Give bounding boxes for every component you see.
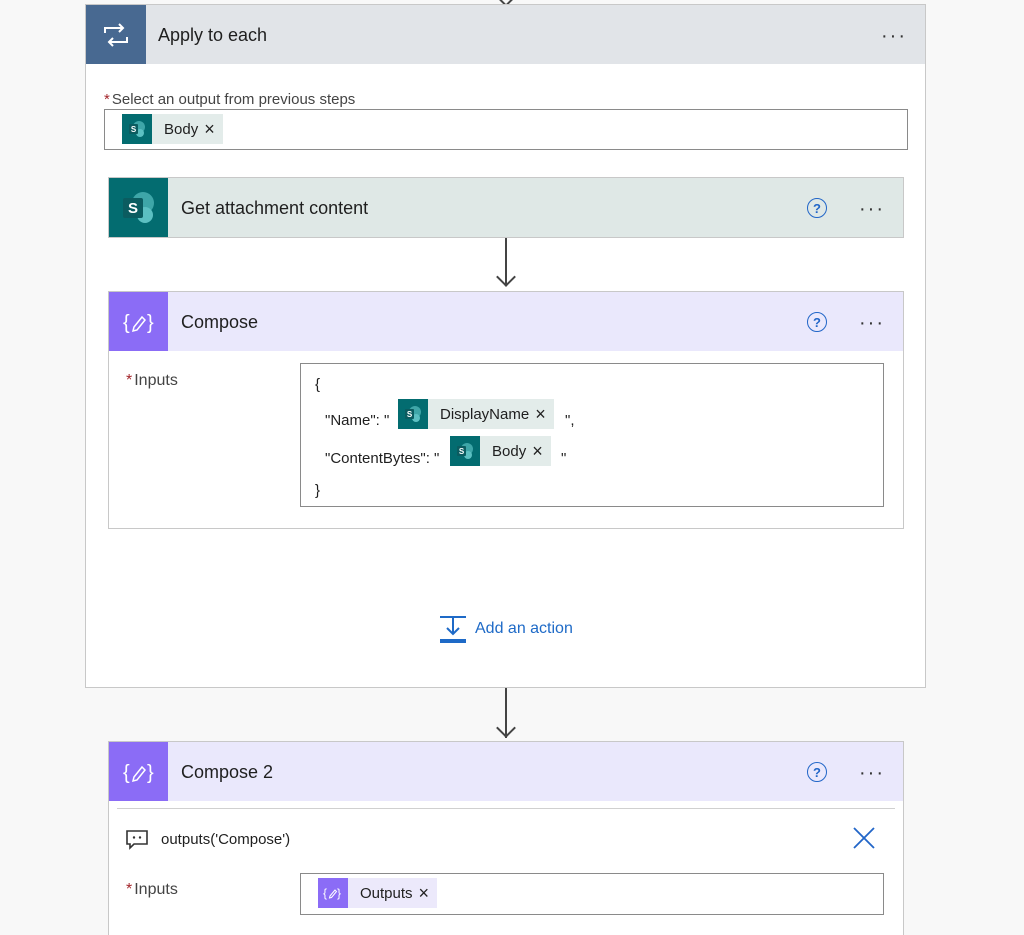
name-key: "Name": " <box>325 412 390 429</box>
body-token-label: Body <box>164 120 199 138</box>
compose-header[interactable]: {} Compose ? ··· <box>109 292 903 351</box>
compose2-inputs-label: *Inputs <box>126 881 178 898</box>
content-body-token[interactable]: S Body × <box>450 436 551 466</box>
add-action-label: Add an action <box>475 620 573 637</box>
name-suffix: ", <box>565 412 575 429</box>
svg-text:}: } <box>147 762 154 784</box>
sharepoint-icon: S <box>109 178 168 237</box>
compose2-card: {} Compose 2 ? ··· outputs('Compose') *I… <box>108 741 904 935</box>
compose2-title: Compose 2 <box>181 762 274 782</box>
select-output-input[interactable]: S Body × <box>104 109 908 150</box>
get-attachment-title: Get attachment content <box>181 198 369 218</box>
compose-title: Compose <box>181 312 259 332</box>
svg-text:S: S <box>407 410 413 419</box>
compose2-more-button[interactable]: ··· <box>859 762 885 784</box>
compose-icon: {} <box>318 878 348 908</box>
svg-text:{: { <box>123 762 130 784</box>
apply-to-each-title: Apply to each <box>158 25 268 45</box>
code-open-brace: { <box>315 376 321 393</box>
compose-card: {} Compose ? ··· *Inputs { "Name": " S D… <box>108 291 904 529</box>
sharepoint-icon: S <box>122 114 152 144</box>
comment-text: outputs('Compose') <box>161 831 291 848</box>
remove-token-icon[interactable]: × <box>532 441 543 461</box>
compose-inputs-label: *Inputs <box>126 372 178 389</box>
body-token[interactable]: S Body × <box>122 114 223 144</box>
close-icon[interactable] <box>853 827 875 849</box>
help-icon[interactable]: ? <box>807 312 827 332</box>
comment-divider <box>117 808 895 809</box>
displayname-token[interactable]: S DisplayName × <box>398 399 554 429</box>
displayname-token-label: DisplayName <box>440 405 530 423</box>
apply-to-each-more-button[interactable]: ··· <box>881 25 907 47</box>
svg-text:}: } <box>147 312 154 334</box>
outputs-token[interactable]: {} Outputs × <box>318 878 438 908</box>
svg-text:S: S <box>459 447 465 456</box>
select-output-label: *Select an output from previous steps <box>104 91 356 108</box>
compose-icon: {} <box>109 742 168 801</box>
apply-to-each-scope: Apply to each ··· *Select an output from… <box>85 4 926 688</box>
get-attachment-more-button[interactable]: ··· <box>859 198 885 220</box>
sharepoint-icon: S <box>398 399 428 429</box>
add-action-icon <box>440 616 466 643</box>
get-attachment-card: S Get attachment content ? ··· <box>108 177 904 238</box>
connector-line <box>505 688 507 738</box>
help-icon[interactable]: ? <box>807 198 827 218</box>
required-mark: * <box>126 372 133 389</box>
connector-line <box>505 238 507 286</box>
compose2-header[interactable]: {} Compose 2 ? ··· <box>109 742 903 801</box>
svg-text:{: { <box>123 312 130 334</box>
loop-icon <box>86 5 146 64</box>
outputs-token-label: Outputs <box>360 884 413 902</box>
svg-text:}: } <box>337 886 341 900</box>
compose2-inputs-field[interactable]: {} Outputs × <box>300 873 884 915</box>
remove-token-icon[interactable]: × <box>535 404 546 424</box>
required-mark: * <box>104 91 110 108</box>
comment-icon <box>126 830 148 850</box>
remove-token-icon[interactable]: × <box>204 119 215 139</box>
svg-text:S: S <box>131 125 137 134</box>
content-suffix: " <box>561 450 567 467</box>
apply-to-each-header[interactable]: Apply to each ··· <box>86 5 925 64</box>
add-action-button[interactable]: Add an action <box>439 615 579 645</box>
compose-icon: {} <box>109 292 168 351</box>
sharepoint-icon: S <box>450 436 480 466</box>
compose-inputs-field[interactable]: { "Name": " S DisplayName × ", "ContentB… <box>300 363 884 507</box>
code-close-brace: } <box>315 482 321 499</box>
remove-token-icon[interactable]: × <box>418 883 430 903</box>
svg-text:S: S <box>127 200 137 217</box>
svg-text:{: { <box>323 886 327 900</box>
compose-more-button[interactable]: ··· <box>859 312 885 334</box>
contentbytes-key: "ContentBytes": " <box>325 450 440 467</box>
help-icon[interactable]: ? <box>807 762 827 782</box>
get-attachment-header[interactable]: S Get attachment content ? ··· <box>109 178 903 237</box>
content-body-token-label: Body <box>492 442 527 460</box>
connector-arrow <box>496 718 516 738</box>
connector-arrow <box>496 267 516 287</box>
required-mark: * <box>126 881 133 898</box>
